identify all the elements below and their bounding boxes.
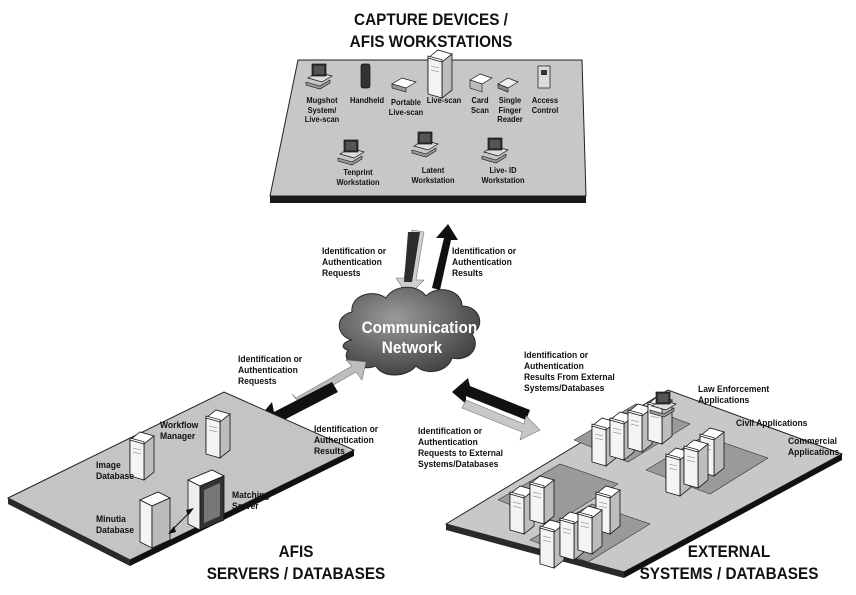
label-image-database: Image Database: [96, 460, 135, 482]
label-minutia-database: Minutia Database: [96, 514, 135, 536]
device-label-portable: Portable Live-scan: [388, 97, 424, 117]
matching-server-icon: [187, 479, 201, 531]
device-label-liveid: Live- ID Workstation: [481, 165, 525, 185]
device-label-mugshot: Mugshot System/ Live-scan: [304, 95, 340, 124]
access-control-icon: [537, 65, 551, 89]
flow-label-top-result: Identification or Authentication Results: [452, 246, 517, 279]
device-label-handheld: Handheld: [349, 95, 385, 105]
device-label-livescan: Live-scan: [426, 95, 462, 105]
device-label-cardscan: Card Scan: [471, 95, 489, 115]
afis-title: AFIS SERVERS / DATABASES: [206, 542, 386, 583]
capture-title: CAPTURE DEVICES / AFIS WORKSTATIONS: [349, 10, 513, 51]
handheld-icon: [360, 63, 371, 89]
external-title: EXTERNAL SYSTEMS / DATABASES: [639, 542, 819, 583]
capture-device-icons: [305, 49, 551, 166]
link-arrow-icon: [171, 511, 191, 531]
label-workflow-manager: Workflow Manager: [160, 420, 199, 442]
afis-server-icons: [129, 409, 231, 549]
label-law-enforcement: Law Enforcement Applications: [698, 384, 770, 406]
flow-label-external-request: Identification or Authentication Request…: [418, 426, 504, 470]
device-label-latent: Latent Workstation: [411, 165, 455, 185]
label-civil: Civil Applications: [736, 418, 808, 429]
flow-label-top-request: Identification or Authentication Request…: [322, 246, 387, 279]
flow-label-external-result: Identification or Authentication Results…: [524, 350, 615, 394]
livescan-icon: [427, 49, 453, 99]
device-label-singlefinger: Single Finger Reader: [497, 95, 523, 124]
right-flow-arrows: [452, 378, 541, 441]
device-label-tenprint: Tenprint Workstation: [336, 167, 380, 187]
network-label: Communication Network: [361, 318, 478, 357]
label-matching-server: Matching Server: [232, 490, 270, 512]
top-flow-arrows: [395, 224, 458, 297]
afis-platform: [6, 391, 356, 566]
label-commercial: Commercial Applications: [788, 436, 840, 458]
workflow-manager-icon: [205, 409, 231, 459]
flow-label-left-request: Identification or Authentication Request…: [238, 354, 303, 387]
device-label-access: Access Control: [531, 95, 559, 115]
flow-label-left-result: Identification or Authentication Results: [314, 424, 379, 457]
